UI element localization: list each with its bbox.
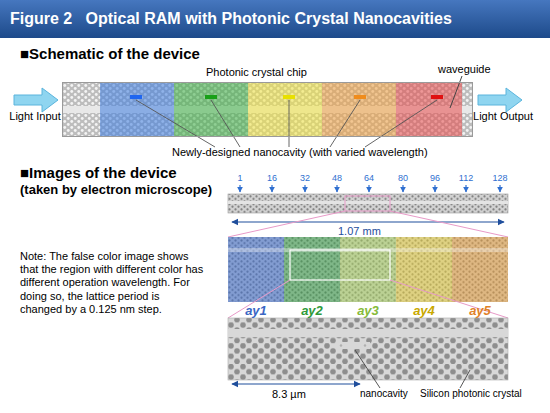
callout-number: 16 xyxy=(257,173,287,184)
callout-number: 32 xyxy=(290,173,320,184)
callout-number: 112 xyxy=(451,173,481,184)
leader-line xyxy=(136,100,215,147)
leader-line xyxy=(330,100,360,147)
lattice-label: ay1 xyxy=(234,303,278,319)
sem-detail xyxy=(364,344,366,346)
sem-detail xyxy=(228,318,508,380)
section-heading: ■Schematic of the device xyxy=(20,45,200,63)
index-arrow xyxy=(402,185,403,192)
node-heading: Photonic crystal chip xyxy=(206,66,307,79)
index-arrow xyxy=(239,185,240,192)
dimension-label: 8.3 µm xyxy=(272,388,306,401)
leader-line xyxy=(211,100,240,147)
index-arrow xyxy=(271,185,272,192)
photonic-crystal-chip xyxy=(248,82,322,137)
leader-line xyxy=(136,100,437,147)
nanocavity-mark xyxy=(130,95,142,99)
leader-line xyxy=(289,100,290,147)
leader-line xyxy=(365,100,437,147)
sem-overview xyxy=(345,196,390,211)
index-arrow xyxy=(304,185,305,192)
nanocavity-mark xyxy=(354,95,366,99)
chip-box: Photonic crystal chip xyxy=(62,82,473,137)
photonic-crystal-chip xyxy=(100,82,174,137)
photonic-crystal-chip xyxy=(62,82,473,137)
callout-number: 1 xyxy=(225,173,255,184)
callout-label: Light Input xyxy=(8,110,62,123)
index-arrow xyxy=(434,185,435,192)
section-subheading: (taken by electron microscope) xyxy=(20,182,212,198)
callout-number: 96 xyxy=(420,173,450,184)
lattice-label: ay2 xyxy=(290,303,334,319)
sem-false-color xyxy=(452,237,508,302)
sem-detail xyxy=(228,318,508,380)
index-arrow xyxy=(499,185,500,192)
photonic-crystal-chip xyxy=(62,82,473,137)
lattice-label: ay5 xyxy=(458,303,502,319)
callout-label: Silicon photonic crystal xyxy=(420,388,522,400)
nanocavity-mark xyxy=(431,95,443,99)
sem-false-color xyxy=(396,237,452,302)
note-text: Note: The false color image shows that t… xyxy=(20,250,204,316)
index-arrow xyxy=(368,185,369,192)
light-arrow xyxy=(478,88,522,112)
lattice-label: ay4 xyxy=(402,303,446,319)
callout-number: 80 xyxy=(388,173,418,184)
callout-label: Newly-designed nanocavity (with varied w… xyxy=(172,146,428,159)
sem-false-color xyxy=(290,250,390,280)
leader-line xyxy=(460,370,470,388)
zoom-line xyxy=(228,211,345,237)
section-heading: ■Images of the device xyxy=(20,164,177,182)
nanocavity-mark xyxy=(205,95,217,99)
lattice-label: ay3 xyxy=(346,303,390,319)
sem-false-color xyxy=(284,237,340,302)
light-arrow xyxy=(14,88,58,112)
photonic-crystal-chip xyxy=(396,82,462,137)
sem-overview xyxy=(228,194,508,213)
leader-line xyxy=(355,350,470,388)
index-arrow xyxy=(240,185,500,192)
sem-false-color xyxy=(228,237,284,302)
zoom-line xyxy=(390,211,508,237)
callout-number: 128 xyxy=(485,173,515,184)
callout-number: 48 xyxy=(322,173,352,184)
dimension-arrow xyxy=(232,221,504,222)
dimension-label: 1.07 mm xyxy=(338,225,381,238)
dimension-arrow xyxy=(232,383,360,384)
leader-line xyxy=(355,350,380,388)
sem-detail xyxy=(340,344,342,346)
callout-number: 64 xyxy=(354,173,384,184)
index-arrow xyxy=(465,185,466,192)
zoom-line xyxy=(228,280,290,318)
callout-label: Light Output xyxy=(472,110,534,123)
title-banner xyxy=(0,0,550,38)
nanocavity-mark xyxy=(283,95,295,99)
sem-false-color xyxy=(340,237,396,302)
zoom-line xyxy=(228,280,508,318)
sem-detail xyxy=(336,342,370,349)
figure-title: Figure 2 Optical RAM with Photonic Cryst… xyxy=(10,9,452,28)
nanocavity-mark xyxy=(130,95,443,99)
sem-overview xyxy=(228,194,508,213)
leader-line xyxy=(450,76,462,108)
callout-label: nanocavity xyxy=(360,388,408,400)
photonic-crystal-chip xyxy=(322,82,396,137)
zoom-line xyxy=(390,280,508,318)
index-arrow xyxy=(336,185,337,192)
sem-overview xyxy=(228,201,508,204)
callout-label: waveguide xyxy=(438,63,491,76)
sem-detail xyxy=(228,329,508,337)
